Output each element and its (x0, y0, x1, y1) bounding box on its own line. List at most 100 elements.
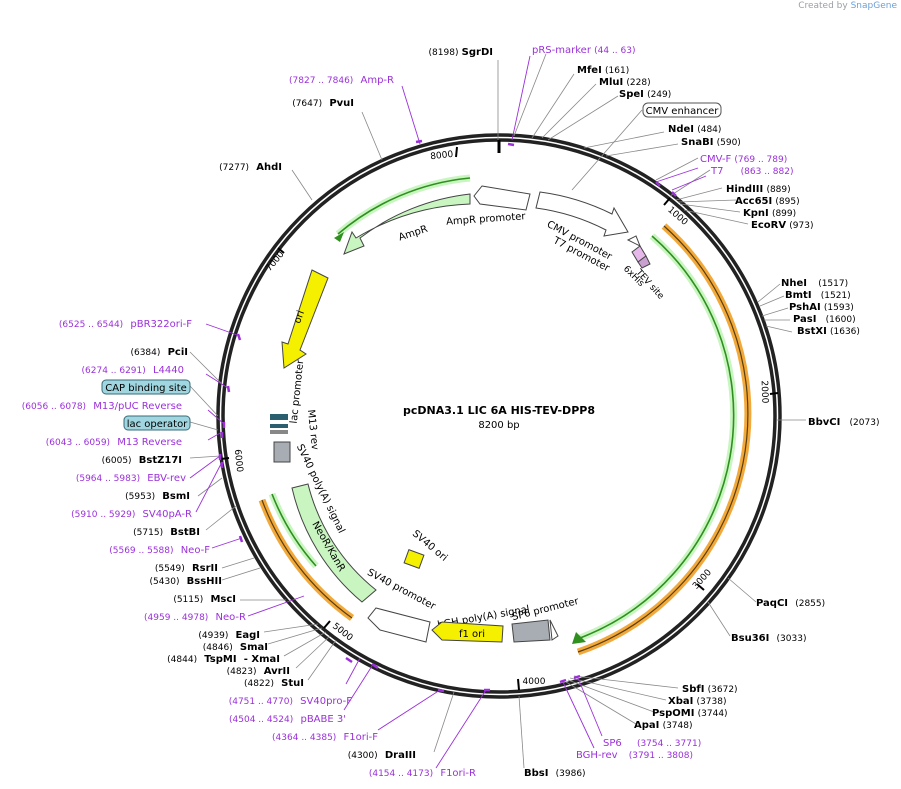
ampr-promoter-label: AmpR promoter (446, 211, 527, 228)
label-bstz17i: (6005) BstZ17I (102, 455, 182, 466)
primer-leader-lines (189, 55, 707, 769)
label-f1ori-f: (4364 .. 4385) F1ori-F (272, 732, 378, 743)
sv40-ori-box (403, 549, 425, 569)
label-mlui: MluI (228) (599, 77, 651, 88)
label-spei: SpeI (249) (619, 89, 671, 100)
label-ecorv: EcoRV (973) (751, 220, 813, 231)
label-bmti: BmtI (1521) (785, 290, 851, 301)
label-mfei: MfeI (161) (577, 65, 629, 76)
label-snabi: SnaBI (590) (681, 137, 741, 148)
label-sgrdi: (8198) SgrDI (429, 47, 493, 58)
label-cap-binding: CAP binding site (105, 383, 187, 394)
sp6-promoter-arrow (511, 619, 551, 643)
label-xbai: XbaI (3738) (668, 696, 726, 707)
label-bbvci: BbvCI (2073) (808, 417, 879, 428)
ori-arrow (281, 269, 329, 369)
label-bstxi: BstXI (1636) (797, 326, 860, 337)
cmv-enhancer-box (642, 102, 722, 118)
label-bgh-rev: BGH-rev (3791 .. 3808) (576, 750, 693, 761)
label-m13-reverse: (6043 .. 6059) M13 Reverse (46, 437, 182, 448)
label-draiii: (4300) DraIII (348, 750, 416, 761)
label-kpni: KpnI (899) (743, 208, 796, 219)
label-stui: (4822) StuI (244, 678, 304, 689)
label-pshai: PshAI (1593) (789, 302, 854, 313)
label-f1ori-r: (4154 .. 4173) F1ori-R (369, 768, 476, 779)
label-pbr322ori-f: (6525 .. 6544) pBR322ori-F (59, 319, 192, 330)
label-bbsi: BbsI (3986) (524, 768, 586, 779)
label-bsu36i: Bsu36I (3033) (731, 633, 806, 644)
credit: Created by SnapGene (798, 1, 897, 11)
orf-orange-core (577, 225, 749, 653)
label-smai: (4846) SmaI (203, 642, 268, 653)
m13-box (270, 430, 288, 434)
label-neo-r: (4959 .. 4978) Neo-R (144, 612, 246, 623)
primer-marks (218, 139, 677, 693)
label-bsmi: (5953) BsmI (125, 491, 190, 502)
label-pvui: (7647) PvuI (292, 98, 354, 109)
ampr-green-core (337, 177, 471, 235)
ori-label: ori (292, 309, 307, 325)
tev-marker (637, 255, 651, 269)
sv40-polya-box (273, 441, 291, 463)
label-pasi: PasI (1600) (793, 314, 856, 325)
tick-label-1000: 1000 (665, 205, 689, 228)
label-acc65i: Acc65I (895) (735, 196, 800, 207)
label-prs-marker: pRS-marker (44 .. 63) (532, 45, 636, 56)
scale-ticks (220, 146, 779, 691)
neor-green-core (271, 493, 317, 567)
ampr-arrow (343, 193, 471, 255)
f1-ori-label: f1 ori (459, 629, 485, 640)
tick-label-5000: 5000 (330, 621, 354, 643)
tick-label-8000: 8000 (430, 150, 454, 162)
plasmid-name: pcDNA3.1 LIC 6A HIS-TEV-DPP8 (403, 404, 595, 417)
label-eagi: (4939) EagI (198, 630, 260, 641)
cap-binding-tag (101, 379, 191, 395)
label-ahdi: (7277) AhdI (219, 162, 282, 173)
label-t7: T7 (863 .. 882) (710, 166, 794, 177)
label-sv40pro-f: (4751 .. 4770) SV40pro-F (229, 696, 353, 707)
cmv-promoter-arrow (535, 191, 629, 237)
label-cmv-f: CMV-F (769 .. 789) (700, 154, 787, 165)
sp6-arrow-tip (549, 619, 559, 641)
lac-operator-tag (123, 415, 191, 431)
label-neo-f: (5569 .. 5588) Neo-F (109, 545, 210, 556)
label-pcii: (6384) PciI (130, 347, 188, 358)
neor-orange-core (261, 499, 353, 619)
lac-operator-box (270, 424, 288, 428)
label-lac-operator: lac operator (127, 419, 188, 430)
label-l4440: (6274 .. 6291) L4440 (82, 365, 185, 376)
m13-rev-label: M13 rev (305, 409, 320, 451)
label-pbabe: (4504 .. 4524) pBABE 3' (229, 714, 346, 725)
label-pspomi: PspOMI (3744) (652, 708, 728, 719)
label-ebv-rev: (5964 .. 5983) EBV-rev (76, 473, 186, 484)
label-nhei: NheI (1517) (781, 278, 848, 289)
label-sv40pa-r: (5910 .. 5929) SV40pA-R (71, 509, 192, 520)
lac-promoter-label: lac promoter (289, 358, 307, 424)
ampr-green-arrowhead (334, 232, 344, 242)
label-cmv-enhancer: CMV enhancer (646, 106, 720, 117)
label-sp6: SP6 (3754 .. 3771) (603, 738, 701, 749)
t7-arrow (626, 235, 641, 248)
label-paqci: PaqCI (2855) (756, 598, 825, 609)
sv40-promoter-arrow (367, 607, 431, 643)
label-sbfi: SbfI (3672) (682, 684, 738, 695)
orf-green-core (579, 235, 735, 639)
label-rsrii: (5549) RsrII (155, 563, 218, 574)
label-msci: (5115) MscI (173, 594, 236, 605)
ampr-promoter-arrow (473, 185, 531, 211)
tick-label-6000: 6000 (232, 449, 244, 473)
label-tspmi: (4844) TspMI - XmaI (167, 654, 280, 665)
f1-ori-arrow (431, 621, 504, 643)
label-bstbi: (5715) BstBI (133, 527, 200, 538)
label-hindiii: HindIII (889) (726, 184, 791, 195)
neor-arrow (291, 483, 377, 603)
label-m13-puc: (6056 .. 6078) M13/pUC Reverse (22, 401, 182, 412)
tick-label-4000: 4000 (523, 677, 546, 687)
label-avrii: (4823) AvrII (227, 666, 290, 677)
snapgene-logo: SnapGene (850, 1, 897, 11)
tick-label-2000: 2000 (759, 380, 770, 404)
label-bsshii: (5430) BssHII (150, 576, 222, 587)
label-apai: ApaI (3748) (634, 720, 693, 731)
label-amp-r: (7827 .. 7846) Amp-R (289, 75, 394, 86)
